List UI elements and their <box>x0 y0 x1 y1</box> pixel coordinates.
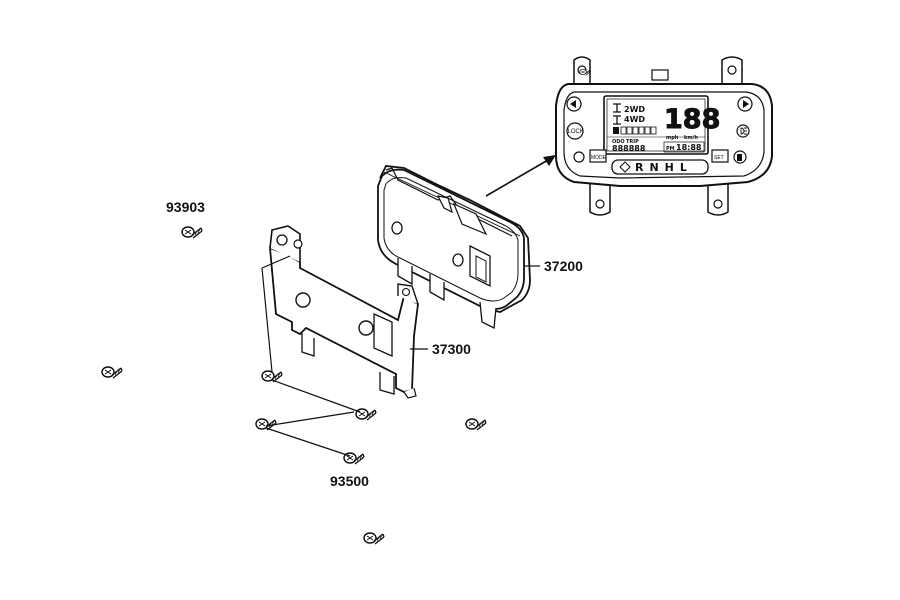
mounting-bracket <box>268 225 419 399</box>
unit-kmh: km/h <box>684 135 698 141</box>
lock-icon: LOCK <box>566 122 584 140</box>
gear-indicator-icon: RNHL <box>611 159 709 175</box>
screw-icon <box>363 532 385 545</box>
mode-button: MODE <box>589 149 607 163</box>
screw-icon <box>181 226 203 239</box>
indicator-light-left <box>573 151 585 163</box>
set-label: SET <box>714 155 724 161</box>
cluster-front-view: 2WD 4WD 188 mph km/h ODO TRIP 888888 PM … <box>555 56 773 216</box>
mount-tab-top-center <box>651 69 669 81</box>
clock-time: 18:88 <box>676 143 702 152</box>
lock-label: LOCK <box>568 129 584 135</box>
fuel-gauge-bar <box>613 126 657 135</box>
fuel-icon <box>733 150 747 164</box>
mount-tab-bottom-left <box>589 176 611 216</box>
drive-mode-icon <box>613 103 621 125</box>
set-button: SET <box>711 149 729 163</box>
screw-icon <box>355 408 377 421</box>
part-number-93903: 93903 <box>166 199 205 215</box>
time-prefix: PM <box>666 146 675 152</box>
gear-letters: RNHL <box>635 161 693 174</box>
mode-label: MODE <box>591 155 607 161</box>
speed-digits: 188 <box>664 104 720 135</box>
lcd-screen <box>603 95 709 155</box>
arrow-right-icon <box>737 96 753 112</box>
label-4wd: 4WD <box>624 115 645 124</box>
arrow-left-icon <box>566 96 582 112</box>
part-number-37300: 37300 <box>432 341 471 357</box>
label-2wd: 2WD <box>624 105 645 114</box>
screw-icon <box>101 366 123 379</box>
headlight-icon <box>736 124 750 138</box>
screw-leader-lines <box>261 255 361 457</box>
odometer-digits: 888888 <box>612 144 646 153</box>
part-number-93500: 93500 <box>330 473 369 489</box>
view-arrow <box>485 155 556 197</box>
label-odo: ODO <box>612 139 625 145</box>
unit-mph: mph <box>666 135 679 141</box>
cluster-back-housing <box>377 165 531 330</box>
part-number-37200: 37200 <box>544 258 583 274</box>
mount-tab-top-right <box>721 56 743 84</box>
label-trip: TRIP <box>626 139 639 145</box>
screw-icon <box>465 418 487 431</box>
